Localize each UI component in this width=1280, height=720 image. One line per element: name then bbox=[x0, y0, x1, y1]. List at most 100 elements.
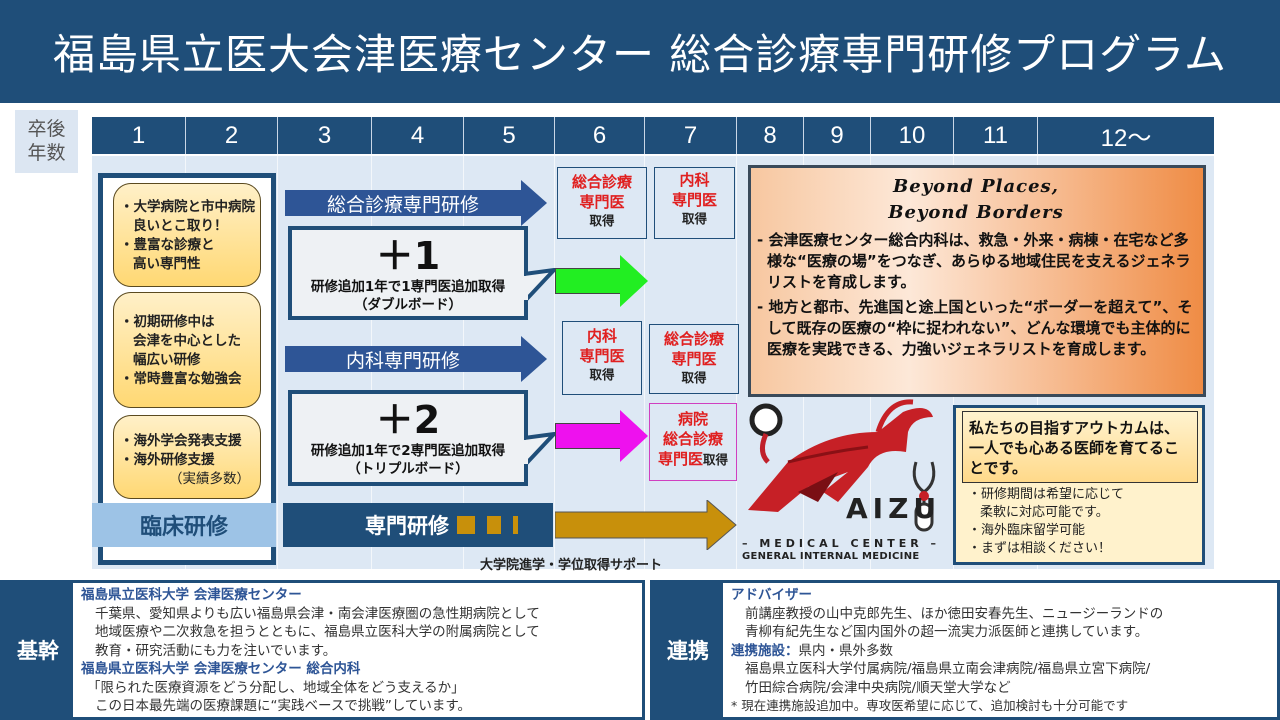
general-medicine-training-label: 総合診療専門研修 bbox=[285, 190, 521, 216]
internal-medicine-training-arrow: 内科専門研修 bbox=[285, 336, 547, 382]
core-desc-line: 教育・研究活動にも力を注いでいます。 bbox=[95, 642, 337, 659]
cert-acquired: 取得 bbox=[589, 367, 615, 382]
feature-line: ・豊富な診療と bbox=[120, 237, 215, 253]
progress-square-icon bbox=[457, 516, 475, 534]
outcome-headline: 私たちの目指すアウトカムは、一人でも心ある医師を育てることです。 bbox=[962, 411, 1198, 483]
logo-wordmark: AIZU bbox=[846, 492, 942, 525]
year-label-line1: 卒後 bbox=[27, 118, 66, 140]
year-2: 2 bbox=[186, 117, 278, 154]
year-4: 4 bbox=[372, 117, 464, 154]
vision-statement-box: Beyond Places, Beyond Borders - 会津医療センター… bbox=[748, 165, 1206, 397]
core-desc-line: この日本最先端の医療課題に“実践ベースで挑戦”しています。 bbox=[95, 698, 472, 714]
triple-board-desc: 研修追加1年で2専門医追加取得 bbox=[310, 443, 506, 459]
cert-general-medicine-2: 総合診療 専門医 取得 bbox=[649, 324, 739, 394]
logo-subtitle-1: – MEDICAL CENTER – bbox=[742, 537, 941, 550]
specialist-continuation-arrow bbox=[555, 500, 737, 550]
callout-pointer-icon bbox=[524, 432, 556, 469]
cert-general-medicine: 総合診療 専門医 取得 bbox=[557, 167, 647, 239]
arrow-head-icon bbox=[620, 255, 648, 307]
timeline-header: 1 2 3 4 5 6 7 8 9 10 11 12〜 bbox=[92, 117, 1214, 154]
cert-title: 内科 bbox=[586, 327, 617, 345]
arrow-head-icon bbox=[521, 180, 547, 226]
feature-box-1: ・大学病院と市中病院 良いとこ取り！ ・豊富な診療と 高い専門性 bbox=[113, 183, 261, 287]
year-3: 3 bbox=[278, 117, 372, 154]
specialist-training-bar: 専門研修 bbox=[283, 503, 553, 547]
core-hospital-panel: 基幹 福島県立医科大学 会津医療センター 千葉県、愛知県よりも広い福島県会津・南… bbox=[0, 580, 645, 720]
year-12-plus: 12〜 bbox=[1100, 125, 1152, 152]
clinical-training-label: 臨床研修 bbox=[92, 503, 276, 547]
initial-training-box: ・大学病院と市中病院 良いとこ取り！ ・豊富な診療と 高い専門性 ・初期研修中は… bbox=[98, 173, 276, 565]
feature-line: ・常時豊富な勉強会 bbox=[120, 371, 242, 387]
facility-line: 竹田綜合病院/会津中央病院/順天堂大学など bbox=[745, 679, 1011, 696]
triple-board-callout: ＋2 研修追加1年で2専門医追加取得 （トリプルボード） bbox=[288, 390, 528, 486]
year-8: 8 bbox=[737, 117, 804, 154]
note-line: ・海外臨床留学可能 bbox=[968, 523, 1086, 538]
cert-acquired: 取得 bbox=[681, 370, 707, 385]
cert-title: 総合診療 bbox=[663, 330, 724, 348]
arrow-head-icon bbox=[620, 410, 648, 462]
partner-facilities-summary: 県内・県外多数 bbox=[798, 642, 894, 659]
cert-title: 専門医 bbox=[579, 193, 625, 211]
progress-square-icon bbox=[487, 516, 501, 534]
year-11: 11 bbox=[954, 117, 1038, 154]
progress-square-icon bbox=[513, 516, 518, 534]
cert-title: 専門医 bbox=[671, 191, 717, 209]
year-1: 1 bbox=[92, 117, 186, 154]
feature-line: 幅広い研修 bbox=[133, 352, 201, 368]
cert-acquired: 取得 bbox=[589, 213, 615, 228]
facility-line: 福島県立医科大学付属病院/福島県立南会津病院/福島県立宮下病院/ bbox=[745, 661, 1151, 677]
cert-title: 専門医 bbox=[671, 350, 717, 368]
aizu-medical-center-logo: AIZU – MEDICAL CENTER – GENERAL INTERNAL… bbox=[728, 392, 943, 564]
feature-line: （実績多数） bbox=[169, 471, 250, 487]
year-9: 9 bbox=[804, 117, 871, 154]
feature-line: ・大学病院と市中病院 bbox=[120, 199, 255, 215]
feature-box-2: ・初期研修中は 会津を中心とした 幅広い研修 ・常時豊富な勉強会 bbox=[113, 292, 261, 408]
feature-line: 高い専門性 bbox=[133, 256, 201, 272]
years-after-graduation-label: 卒後 年数 bbox=[15, 110, 78, 173]
core-desc-line: 「限られた医療資源をどう分配し、地域全体をどう支えるか」 bbox=[87, 679, 465, 696]
vision-paragraph-1: - 会津医療センター総合内科は、救急・外来・病棟・在宅など多様な“医療の場”をつ… bbox=[757, 231, 1191, 291]
arrow-head-icon bbox=[521, 336, 547, 382]
core-department-name: 福島県立医科大学 会津医療センター 総合内科 bbox=[81, 661, 361, 677]
double-board-desc: 研修追加1年で1専門医追加取得 bbox=[310, 279, 506, 295]
advisor-line: 青柳有紀先生など国内国外の超一流実力派医師と連携しています。 bbox=[745, 624, 1149, 640]
graduate-school-support: 大学院進学・学位取得サポート bbox=[480, 558, 663, 573]
cert-hospital-general-medicine: 病院 総合診療 専門医取得 bbox=[649, 403, 737, 481]
cert-title: 総合診療 bbox=[662, 430, 723, 448]
core-desc-line: 千葉県、愛知県よりも広い福島県会津・南会津医療圏の急性期病院として bbox=[95, 605, 540, 622]
double-board-name: （ダブルボード） bbox=[354, 297, 462, 313]
advisor-heading: アドバイザー bbox=[731, 587, 812, 603]
note-line: ・研修期間は希望に応じて bbox=[968, 487, 1125, 502]
feature-line: ・海外学会発表支援 bbox=[120, 433, 242, 449]
feature-line: ・初期研修中は bbox=[120, 314, 215, 330]
slogan-line1: Beyond Places, bbox=[893, 176, 1059, 197]
year-6: 6 bbox=[555, 117, 645, 154]
cert-acquired: 取得 bbox=[703, 452, 729, 467]
partner-panel-label: 連携 bbox=[653, 583, 723, 717]
partner-facilities-heading: 連携施設： bbox=[731, 642, 799, 659]
core-hospital-name: 福島県立医科大学 会津医療センター bbox=[81, 587, 302, 603]
general-medicine-training-arrow: 総合診療専門研修 bbox=[285, 180, 547, 226]
triple-board-name: （トリプルボード） bbox=[347, 461, 469, 477]
year-5: 5 bbox=[464, 117, 555, 154]
internal-medicine-training-label: 内科専門研修 bbox=[285, 346, 521, 372]
feature-line: 良いとこ取り！ bbox=[133, 218, 228, 234]
outcome-box: 私たちの目指すアウトカムは、一人でも心ある医師を育てることです。 ・研修期間は希… bbox=[953, 405, 1205, 565]
cert-acquired: 取得 bbox=[681, 211, 707, 226]
year-10: 10 bbox=[871, 117, 954, 154]
bull-icon bbox=[748, 399, 936, 532]
feature-line: 会津を中心とした bbox=[133, 333, 241, 349]
cert-title: 専門医 bbox=[657, 450, 703, 468]
triple-board-arrow bbox=[555, 410, 648, 462]
feature-box-3: ・海外学会発表支援 ・海外研修支援 （実績多数） bbox=[113, 415, 261, 499]
partner-note: * 現在連携施設追加中。専攻医希望に応じて、追加検討も十分可能です bbox=[731, 698, 1129, 713]
outcome-notes: ・研修期間は希望に応じて 柔軟に対応可能です。 ・海外臨床留学可能 ・まずは相談… bbox=[968, 486, 1198, 558]
double-board-callout: ＋1 研修追加1年で1専門医追加取得 （ダブルボード） bbox=[288, 226, 528, 320]
core-desc-line: 地域医療や二次救急を担うとともに、福島県立医科大学の附属病院として bbox=[95, 624, 540, 640]
cert-title: 内科 bbox=[679, 171, 710, 189]
slogan-line2: Beyond Borders bbox=[888, 202, 1064, 223]
specialist-training-label: 専門研修 bbox=[365, 514, 449, 538]
note-line: ・まずは相談ください！ bbox=[968, 541, 1112, 556]
cert-title: 病院 bbox=[677, 410, 708, 428]
note-line: 柔軟に対応可能です。 bbox=[980, 505, 1109, 520]
